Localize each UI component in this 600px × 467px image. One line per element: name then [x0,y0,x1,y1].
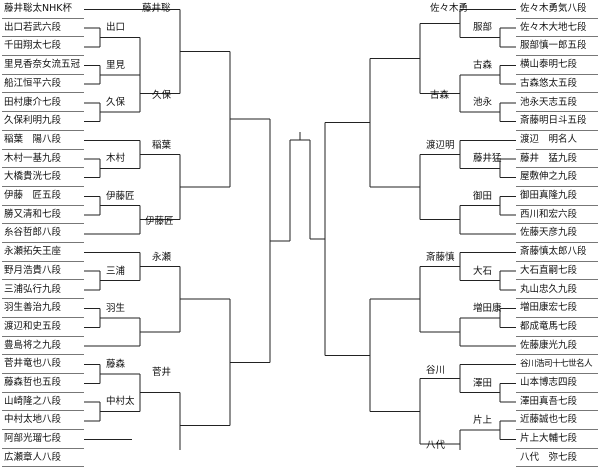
winner-label: 古森 [430,89,450,101]
tournament-bracket [84,8,516,450]
right-player-cell: 都成竜馬七段 [516,318,598,337]
left-player-cell: 藤森哲也五段 [2,374,84,393]
winner-label: 伊藤匠 [106,190,135,202]
winner-label: 佐々木勇 [430,3,469,15]
right-player-cell: 御田真隆九段 [516,187,598,206]
winner-label: 稲葉 [152,140,172,152]
right-player-cell: 池永天志五段 [516,94,598,113]
left-player-cell: 山崎隆之八段 [2,393,84,412]
winner-label: 藤森 [106,359,126,370]
winner-label: 増田康 [473,302,502,314]
left-player-cell: 広瀬章人八段 [2,449,84,467]
left-player-cell: 木村一基九段 [2,150,84,169]
right-player-cell: 佐藤康光九段 [516,337,598,356]
left-player-cell: 永瀬拓矢王座 [2,243,84,262]
right-player-cell: 服部慎一郎五段 [516,37,598,57]
left-player-cell: 三浦弘行九段 [2,281,84,300]
right-player-cell: 山本博志四段 [516,374,598,393]
right-player-cell: 横山泰明七段 [516,56,598,75]
winner-label: 池永 [473,97,493,109]
right-player-cell: 佐藤天彦九段 [516,224,598,244]
winner-label: 三浦 [106,265,126,277]
left-player-cell: 伊藤 匠五段 [2,187,84,206]
left-player-cell: 久保利明九段 [2,112,84,131]
winner-label: 菅井 [152,366,172,378]
winner-label: 伊藤匠 [145,215,174,227]
right-player-cell: 渡辺 明名人 [516,131,598,150]
right-player-cell: 佐々木勇気八段 [516,0,598,19]
left-player-cell: 勝又清和七段 [2,206,84,225]
left-player-cell: 千田翔太七段 [2,37,84,57]
left-player-cell: 出口若武六段 [2,19,84,38]
winner-label: 中村太 [106,396,135,408]
right-player-cell: 近藤誠也七段 [516,411,598,431]
winner-label: 出口 [106,22,126,34]
winner-label: 里見 [106,59,126,71]
right-player-cell: 藤井 猛九段 [516,150,598,169]
winner-label: 谷川 [426,364,446,376]
winner-label: 服部 [473,22,493,34]
left-player-cell: 阿部光瑠七段 [2,430,84,449]
winner-label: 藤井聡 [142,3,171,15]
winner-label: 久保 [106,97,126,109]
winner-label: 御田 [473,190,493,202]
winner-label: 片上 [473,415,493,427]
left-player-cell: 糸谷哲郎八段 [2,224,84,244]
right-player-cell: 大石直嗣七段 [516,262,598,281]
left-player-cell: 羽生善治九段 [2,299,84,318]
left-player-cell: 菅井竜也八段 [2,355,84,374]
right-player-cell: 斎藤慎太郎八段 [516,243,598,262]
left-player-cell: 里見香奈女流五冠 [2,56,84,75]
winner-label: 渡辺明 [426,140,455,152]
left-player-cell: 中村太地八段 [2,411,84,431]
right-player-cell: 増田康宏七段 [516,299,598,318]
right-player-cell: 斎藤明日斗五段 [516,112,598,131]
left-player-cell: 田村康介七段 [2,94,84,113]
right-player-cell: 佐々木大地七段 [516,19,598,38]
right-player-cell: 西川和宏六段 [516,206,598,225]
left-player-cell: 船江恒平六段 [2,75,84,94]
left-player-cell: 藤井聡太NHK杯 [2,0,84,19]
winner-label: 木村 [106,153,126,165]
winner-label: 久保 [152,89,172,101]
right-player-cell: 八代 弥七段 [516,449,598,467]
right-player-cell: 丸山忠久九段 [516,281,598,300]
winner-label: 永瀬 [152,252,172,264]
right-player-cell: 片上大輔七段 [516,430,598,449]
winner-label: 羽生 [106,302,126,314]
winner-label: 八代 [426,440,446,452]
left-player-cell: 稲葉 陽八段 [2,131,84,150]
winner-label: 斎藤慎 [426,252,455,264]
winner-label: 藤井猛 [473,153,502,165]
right-player-cell: 屋敷伸之九段 [516,168,598,187]
right-player-cell: 澤田真吾七段 [516,393,598,412]
left-player-cell: 豊島将之九段 [2,337,84,356]
winner-label: 大石 [473,265,493,277]
left-player-cell: 渡辺和史五段 [2,318,84,337]
left-player-cell: 大橋貴洸七段 [2,168,84,187]
winner-label: 古森 [473,59,493,71]
right-player-cell: 古森悠太五段 [516,75,598,94]
left-player-cell: 野月浩貴八段 [2,262,84,281]
winner-label: 澤田 [473,377,493,389]
right-player-cell: 谷川浩司十七世名人 [516,355,598,374]
